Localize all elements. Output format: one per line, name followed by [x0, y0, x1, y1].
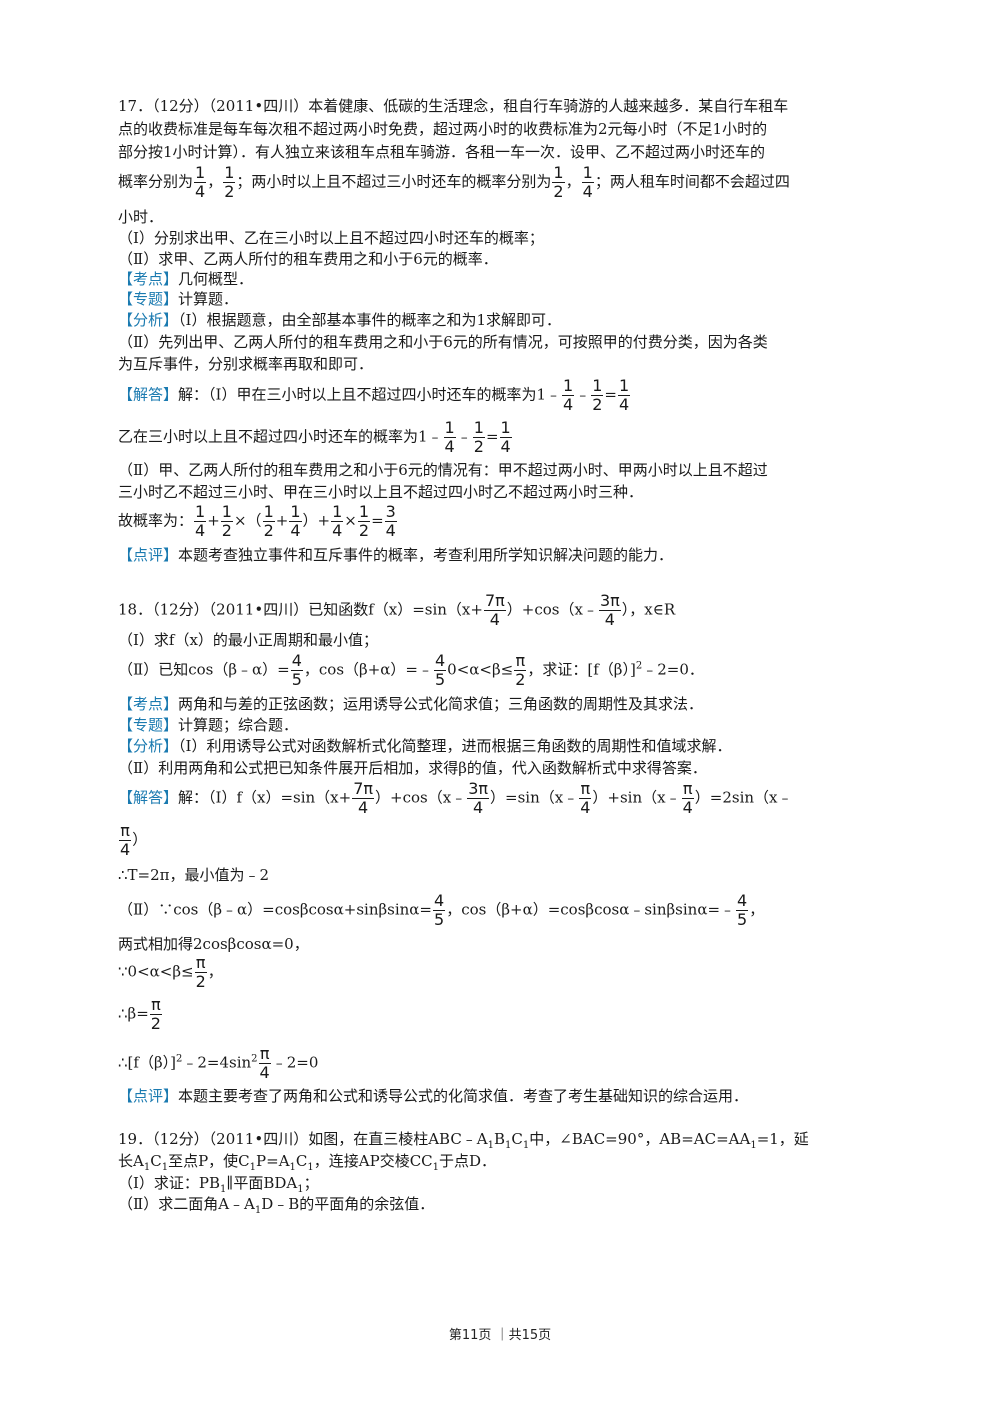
- p17-kaodian: 【考点】几何概型．: [118, 270, 254, 288]
- p19-line2: 长A1C1至点P，使C1P=A1C1，连接AP交棱CC1于点D．: [118, 1152, 497, 1173]
- p17-line2: 点的收费标准是每车每次租不超过两小时免费，超过两小时的收费标准为2元每小时（不足…: [118, 120, 768, 138]
- p17-fenxi: 【分析】（Ⅰ）根据题意，由全部基本事件的概率之和为1求解即可．: [118, 311, 561, 329]
- p17-fenxi-2: （Ⅱ）先列出甲、乙两人所付的租车费用之和小于6元的所有情况，可按照甲的付费分类，…: [118, 333, 768, 351]
- p18-zhuanti: 【专题】计算题；综合题．: [118, 716, 299, 734]
- p17-dianping: 【点评】本题考查独立事件和互斥事件的概率，考查利用所学知识解决问题的能力．: [118, 546, 674, 564]
- p18-jieda-5: 两式相加得2cosβcosα=0，: [118, 935, 309, 953]
- p19-line1: 19．（12分）（2011•四川）如图，在直三棱柱ABC﹣A1B1C1中，∠BA…: [118, 1130, 809, 1151]
- p17-line1: 17．（12分）（2011•四川）本着健康、低碳的生活理念，租自行车骑游的人越来…: [118, 97, 789, 115]
- page-footer: 第11页 ｜共15页: [448, 1328, 552, 1343]
- p18-dianping: 【点评】本题主要考查了两角和公式和诱导公式的化简求值．考查了考生基础知识的综合运…: [118, 1087, 749, 1105]
- p19-question2: （Ⅱ）求二面角A﹣A1D﹣B的平面角的余弦值．: [118, 1195, 435, 1216]
- p17-line3: 部分按1小时计算）．有人独立来该租车点租车骑游．各租一车一次．设甲、乙不超过两小…: [118, 143, 766, 161]
- p18-kaodian: 【考点】两角和与差的正弦函数；运用诱导公式化简求值；三角函数的周期性及其求法．: [118, 695, 704, 713]
- p17-question1: （Ⅰ）分别求出甲、乙在三小时以上且不超过四小时还车的概率；: [118, 229, 544, 247]
- p18-jieda-3: ∴T=2π，最小值为﹣2: [118, 866, 270, 884]
- p17-jieda-4: 三小时乙不超过三小时、甲在三小时以上且不超过四小时乙不超过两小时三种．: [118, 483, 644, 501]
- p17-jieda-3: （Ⅱ）甲、乙两人所付的租车费用之和小于6元的情况有：甲不超过两小时、甲两小时以上…: [118, 461, 768, 479]
- p18-question1: （Ⅰ）求f（x）的最小正周期和最小值；: [118, 631, 378, 649]
- p18-fenxi: 【分析】（Ⅰ）利用诱导公式对函数解析式化简整理，进而根据三角函数的周期性和值域求…: [118, 737, 732, 755]
- p17-question2: （Ⅱ）求甲、乙两人所付的租车费用之和小于6元的概率．: [118, 250, 498, 268]
- p18-fenxi-2: （Ⅱ）利用两角和公式把已知条件展开后相加，求得β的值，代入函数解析式中求得答案．: [118, 759, 707, 777]
- p17-line5: 小时．: [118, 208, 164, 226]
- p17-fenxi-3: 为互斥事件，分别求概率再取和即可．: [118, 355, 374, 373]
- p17-zhuanti: 【专题】计算题．: [118, 290, 239, 308]
- p19-question1: （Ⅰ）求证：PB1∥平面BDA1；: [118, 1174, 319, 1195]
